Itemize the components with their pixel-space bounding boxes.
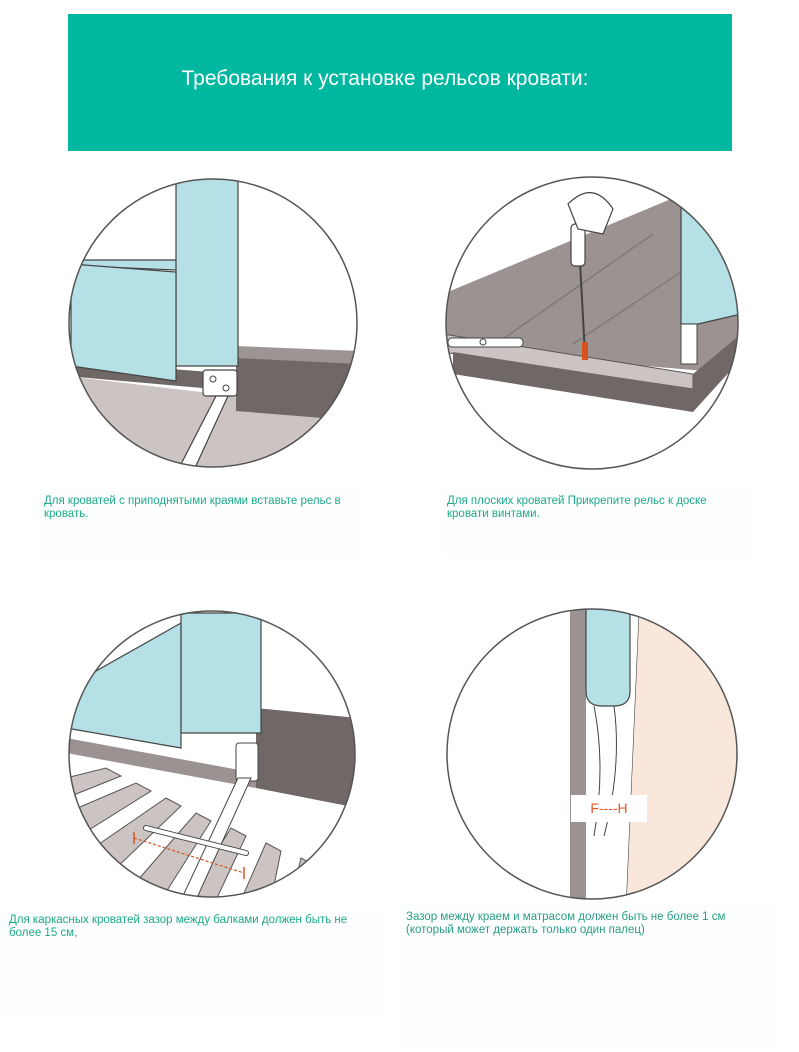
gap-check-illustration	[446, 608, 738, 900]
flat-bed-illustration	[445, 176, 739, 470]
illustration-gap-check	[444, 606, 740, 902]
caption-raised-edge: Для кроватей с приподнятыми краями встав…	[38, 489, 362, 557]
frame-bed-illustration	[68, 610, 356, 898]
caption-raised-edge-text: Для кроватей с приподнятыми краями встав…	[44, 495, 341, 520]
caption-frame-bed: Для каркасных кроватей зазор между балка…	[3, 908, 383, 1016]
caption-frame-bed-text: Для каркасных кроватей зазор между балка…	[9, 914, 348, 939]
raised-edge-illustration	[68, 178, 358, 468]
illustration-flat-bed	[443, 174, 741, 472]
header-banner: Требования к установке рельсов кровати:	[68, 14, 732, 151]
caption-gap-check: Зазор между краем и матрасом должен быть…	[400, 905, 776, 1050]
caption-flat-bed-text: Для плоских кроватей Прикрепите рельс к …	[447, 495, 707, 520]
caption-flat-bed: Для плоских кроватей Прикрепите рельс к …	[441, 489, 753, 557]
caption-gap-check-text: Зазор между краем и матрасом должен быть…	[406, 911, 726, 936]
gap-label: F----H	[571, 795, 647, 822]
illustration-frame-bed	[66, 608, 358, 900]
illustration-raised-edge-bed	[66, 176, 360, 470]
page-title: Требования к установке рельсов кровати:	[181, 66, 589, 90]
